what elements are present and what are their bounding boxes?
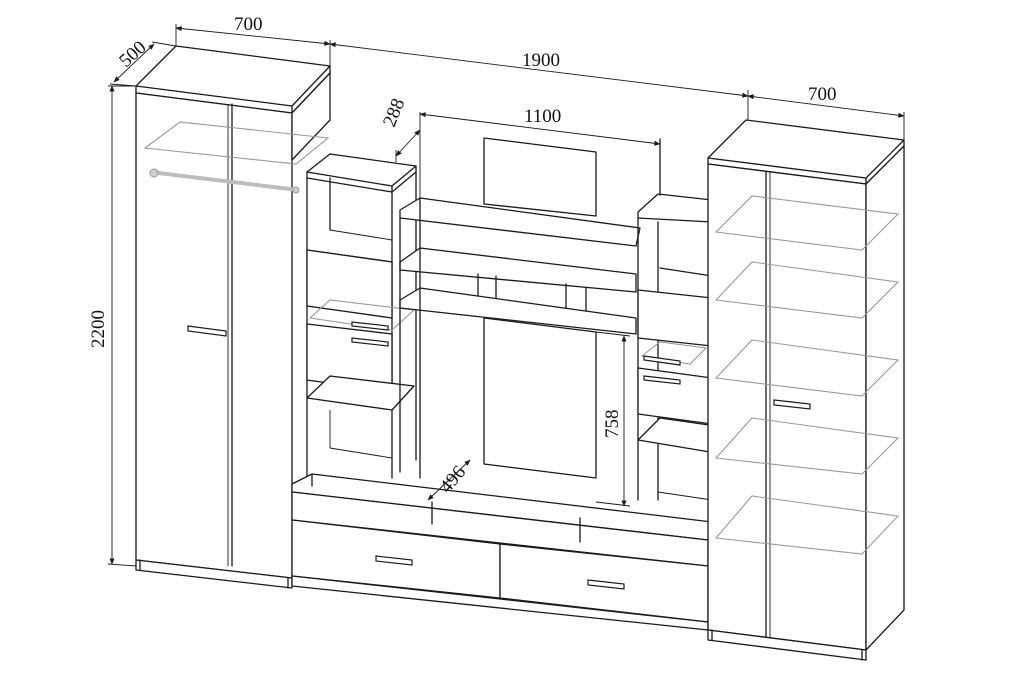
left-wardrobe-front: [135, 92, 293, 579]
left-wardrobe-ghost-shelf: [143, 121, 330, 165]
left-shelf-cabinet: [306, 153, 417, 481]
left-wardrobe-handle: [187, 325, 227, 337]
drawer-right-handle: [587, 579, 625, 590]
dim-overall-width: 1900: [522, 50, 560, 71]
dim-overall-height: 2200: [88, 310, 109, 348]
right-cabinet-handle-2: [643, 375, 681, 385]
left-cabinet-handle-2: [351, 337, 389, 347]
dim-left-wardrobe-depth: 500: [115, 37, 150, 72]
dim-tv-niche-height: 758: [602, 410, 623, 439]
right-wardrobe-handle: [773, 399, 811, 410]
right-cabinet-handle-1: [643, 355, 681, 366]
tv-back-panel-top: [483, 137, 597, 217]
left-cabinet-handle-1: [351, 321, 389, 331]
right-shelf-cabinet: [637, 193, 731, 501]
dim-tv-niche-width: 1100: [524, 106, 561, 127]
dim-left-wardrobe-width: 700: [234, 14, 263, 35]
dim-upper-module-depth: 288: [379, 96, 409, 130]
left-wardrobe: [135, 45, 331, 589]
dimension-lines: [107, 24, 905, 567]
tv-back-panel: [483, 317, 597, 479]
drawer-left-handle: [375, 555, 413, 566]
dim-right-wardrobe-width: 700: [808, 84, 837, 105]
right-wardrobe: [707, 119, 905, 661]
tv-module: [291, 137, 713, 631]
